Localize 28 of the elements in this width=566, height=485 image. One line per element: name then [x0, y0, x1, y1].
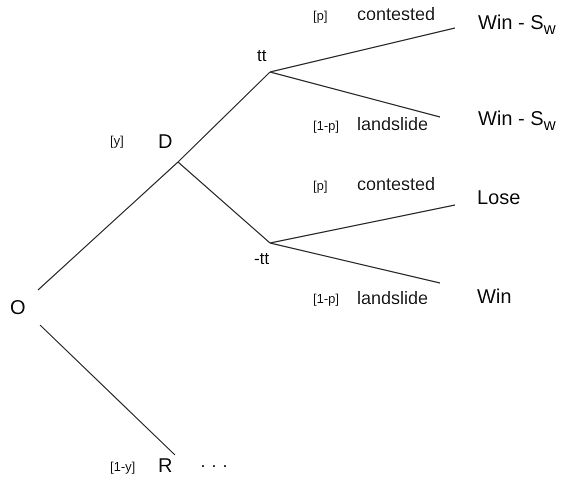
outcome-label: landslide [357, 289, 428, 309]
node-label: D [158, 131, 172, 153]
node-label: Win - S$_{w}$ [478, 12, 556, 38]
branch-line [270, 27, 456, 73]
probability-label: [p] [313, 179, 328, 194]
node-label: R [158, 455, 172, 477]
probability-label: [p] [313, 9, 328, 24]
node-label: tt [257, 47, 266, 66]
branch-line [178, 72, 270, 162]
node-label: Win - S$_{w}$ [478, 108, 556, 134]
node-label: O [10, 297, 26, 319]
node-label: -tt [254, 250, 270, 269]
probability-label: [1-p] [313, 119, 340, 134]
outcome-label: contested [357, 5, 436, 25]
branch-line [270, 204, 456, 244]
outcome-label: landslide [357, 115, 428, 135]
branch-line [270, 71, 440, 118]
probability-label: [y] [110, 134, 124, 148]
ellipsis: · · · [200, 456, 228, 476]
probability-label: [1-p] [313, 292, 340, 306]
branch-line [40, 324, 176, 456]
branch-line [178, 162, 270, 244]
node-label: Win [477, 286, 512, 308]
branch-line [270, 242, 440, 284]
outcome-label: contested [357, 175, 436, 195]
branch-line [38, 162, 178, 290]
node-label: Lose [477, 187, 520, 209]
probability-label: [1-y] [110, 460, 136, 474]
